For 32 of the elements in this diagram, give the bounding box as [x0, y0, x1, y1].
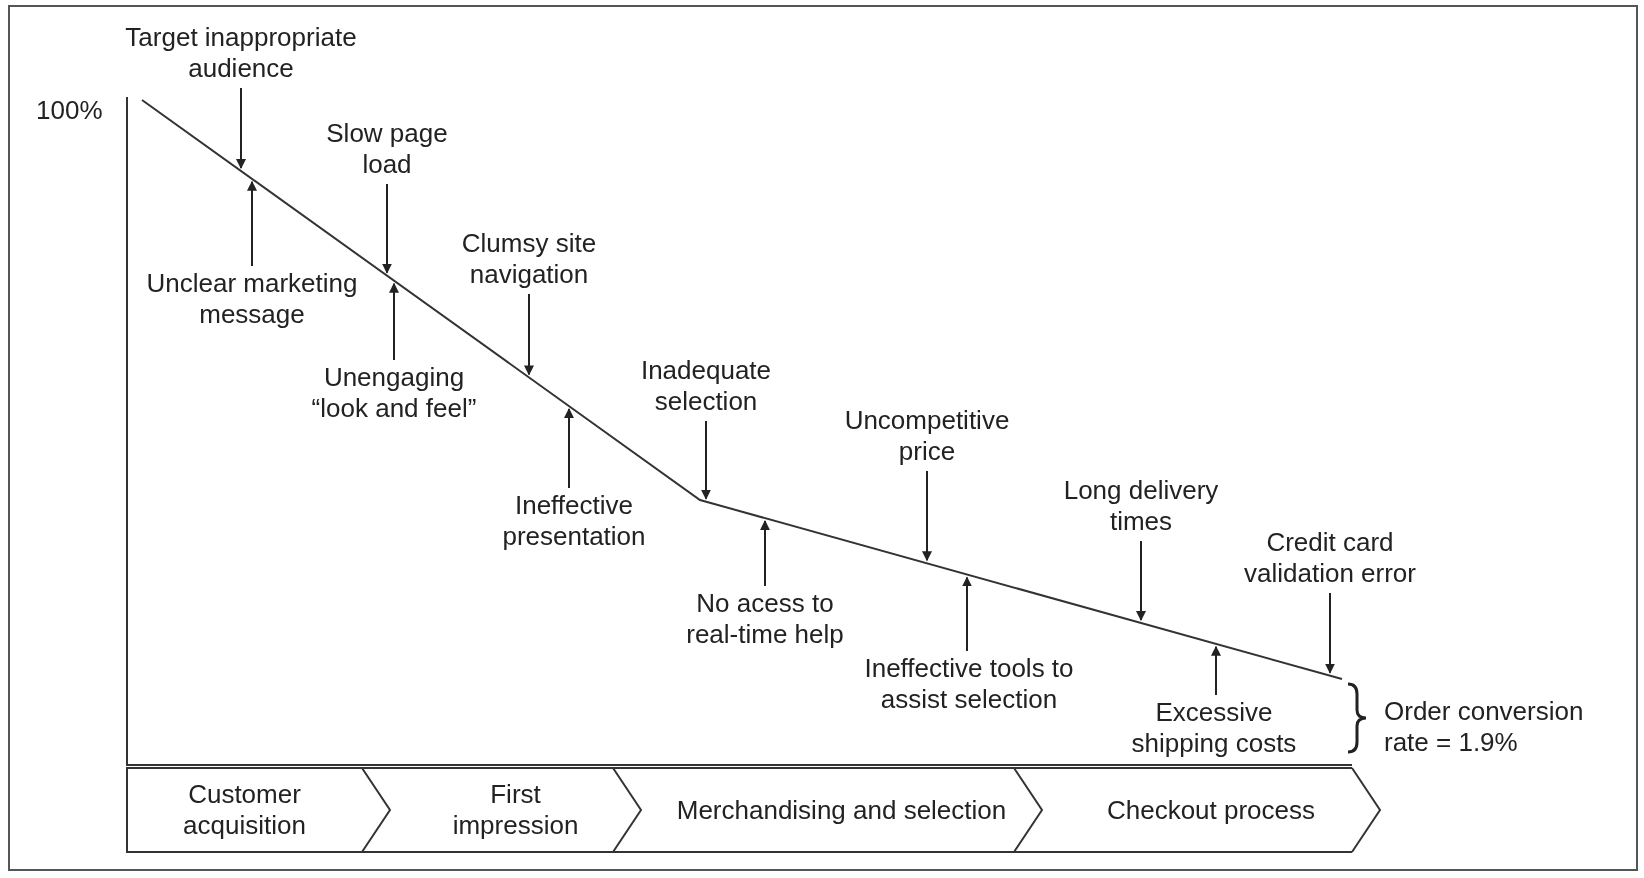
arrow: [382, 183, 392, 274]
cause-label: Target inappropriate audience: [116, 22, 366, 84]
cause-label: Slow page load: [322, 118, 452, 180]
arrow: [701, 420, 711, 500]
cause-label: Excessive shipping costs: [1124, 697, 1304, 759]
axis-label: 100%: [36, 95, 103, 126]
arrow: [564, 408, 574, 489]
arrow: [389, 282, 399, 361]
arrow: [236, 87, 246, 169]
arrow: [1211, 645, 1221, 696]
cause-label: Unclear marketing message: [144, 268, 360, 330]
stage-label: Customer acquisition: [164, 779, 325, 841]
cause-label: Unengaging “look and feel”: [305, 362, 483, 424]
arrow: [962, 576, 972, 652]
arrow: [1325, 592, 1335, 674]
stage-label: Merchandising and selection: [676, 794, 1007, 826]
cause-label: Credit card validation error: [1232, 527, 1428, 589]
stage-label: Checkout process: [1106, 794, 1316, 826]
conversion-rate-note: Order conversion rate = 1.9%: [1384, 696, 1585, 758]
cause-label: Uncompetitive price: [844, 405, 1010, 467]
cause-label: No acess to real-time help: [677, 588, 853, 650]
arrow: [524, 293, 534, 376]
arrow: [247, 180, 257, 267]
cause-label: Ineffective presentation: [496, 490, 652, 552]
stage-label: First impression: [445, 779, 586, 841]
arrow: [1136, 540, 1146, 621]
cause-label: Ineffective tools to assist selection: [851, 653, 1087, 715]
cause-label: Inadequate selection: [638, 355, 774, 417]
arrow: [922, 470, 932, 562]
arrow: [760, 520, 770, 587]
cause-label: Clumsy site navigation: [459, 228, 599, 290]
cause-label: Long delivery times: [1061, 475, 1221, 537]
